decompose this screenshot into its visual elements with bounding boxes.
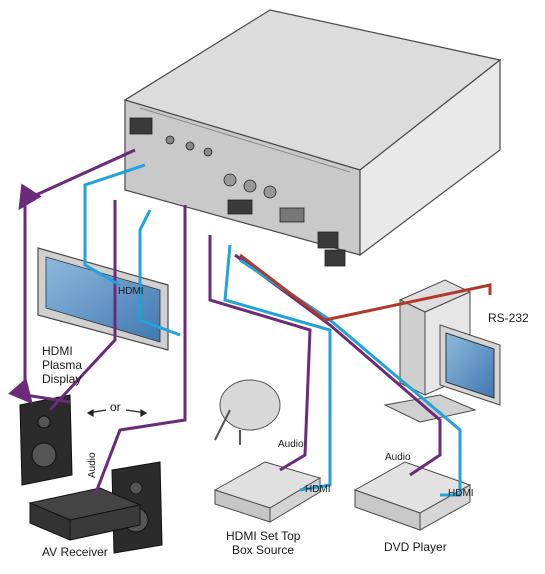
display-name-line-3: Display — [42, 372, 82, 386]
display-hdmi-label: HDMI — [118, 286, 144, 297]
receiver-audio-label: Audio — [87, 452, 98, 478]
settop-name-line-1: HDMI Set Top — [226, 529, 301, 543]
plasma-display-device — [37, 247, 169, 351]
or-arrows — [86, 408, 148, 418]
settop-hdmi-label: HDMI — [305, 484, 331, 495]
dvd-name-label: DVD Player — [384, 540, 447, 554]
av-receiver-device — [19, 394, 163, 554]
audio-cables — [8, 148, 442, 496]
pc-device — [383, 279, 501, 423]
display-name-line-1: HDMI — [42, 344, 73, 358]
rs232-label: RS-232 — [488, 311, 529, 325]
rs232-cable — [239, 253, 492, 322]
settop-audio-label: Audio — [278, 439, 304, 450]
display-name-line-2: Plasma — [42, 358, 83, 372]
settop-name-line-2: Box Source — [232, 543, 295, 557]
or-label: or — [110, 400, 121, 414]
dvd-audio-label: Audio — [385, 452, 411, 463]
main-switcher-unit — [123, 9, 502, 267]
receiver-name-label: AV Receiver — [42, 545, 108, 559]
rear-panel-connectors — [129, 117, 346, 267]
dvd-hdmi-label: HDMI — [448, 488, 474, 499]
